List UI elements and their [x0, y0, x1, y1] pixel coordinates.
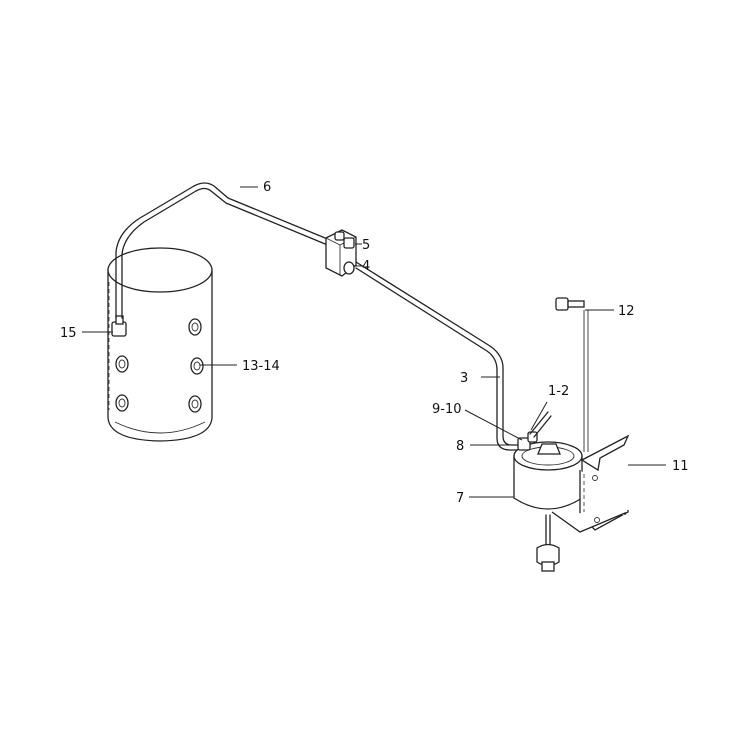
- label-3: 3: [460, 371, 468, 386]
- tank-port-left-mid: [115, 355, 129, 373]
- air-tank: [107, 247, 213, 442]
- label-11: 11: [672, 459, 689, 474]
- label-12: 12: [618, 304, 635, 319]
- label-6: 6: [263, 180, 271, 195]
- mounting-bracket: [551, 434, 630, 533]
- pipe-6: [115, 182, 331, 319]
- tank-port-mid: [190, 357, 204, 375]
- label-13-14: 13-14: [242, 359, 280, 374]
- label-7: 7: [456, 491, 464, 506]
- tank-elbow-fitting: [111, 315, 127, 337]
- inlet-fittings: [517, 411, 552, 451]
- label-1-2: 1-2: [548, 384, 569, 399]
- label-5: 5: [362, 238, 370, 253]
- dryer-unit: [513, 441, 583, 572]
- tank-port-lower: [188, 395, 202, 413]
- label-8: 8: [456, 439, 464, 454]
- part-labels: 6 5 4 3 1-2 9-10 8 7 11 12 13-14 15: [60, 180, 689, 506]
- label-4: 4: [362, 259, 370, 274]
- leader-lines: [82, 186, 666, 498]
- tank-port-left-low: [115, 394, 129, 412]
- label-9-10: 9-10: [432, 402, 462, 417]
- label-15: 15: [60, 326, 77, 341]
- pipe-3: [355, 261, 523, 451]
- valve-block: [325, 229, 357, 277]
- bolt-12: [555, 297, 589, 452]
- tank-port-upper: [188, 318, 202, 336]
